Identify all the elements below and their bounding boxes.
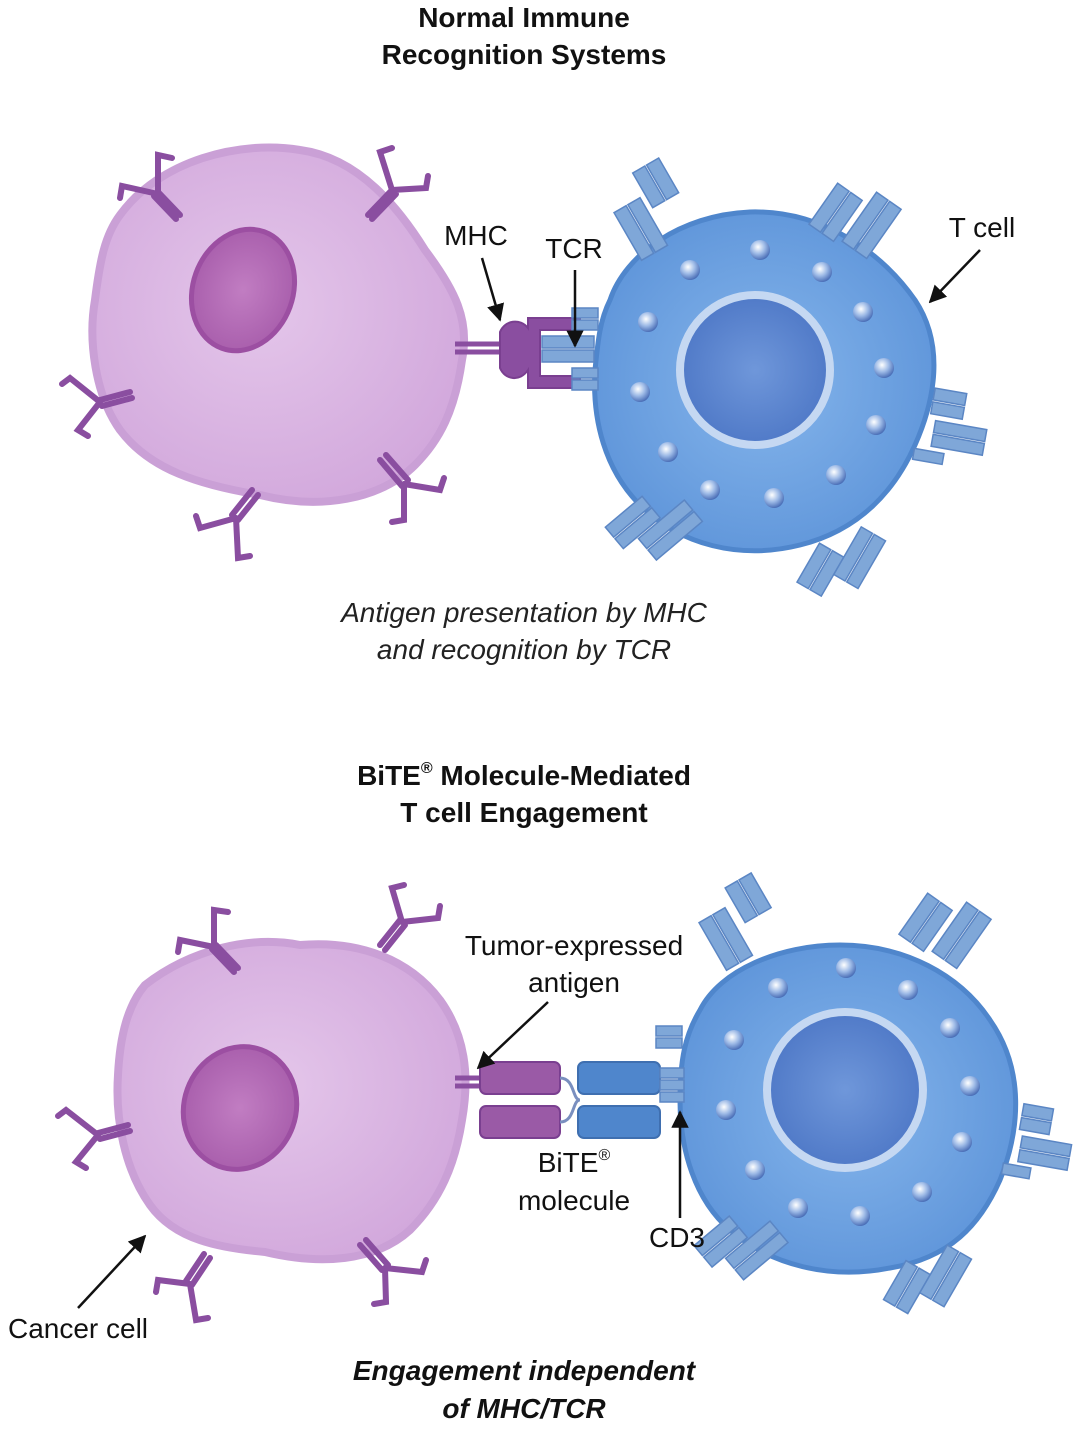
receptor-y-icon	[365, 145, 431, 222]
panel1-cancer-nucleus	[188, 226, 298, 354]
granule	[638, 312, 658, 332]
bite-anti-cd3-domain	[577, 1105, 661, 1139]
panel1-title-line1: Normal Immune	[418, 2, 630, 33]
granule	[912, 1182, 932, 1202]
granule	[700, 480, 720, 500]
tcr-receptor-icon	[882, 1244, 973, 1315]
label-tumor-antigen-line2: antigen	[528, 967, 620, 998]
granule	[750, 240, 770, 260]
bite-anti-tumor-domain	[479, 1061, 561, 1095]
granule	[874, 358, 894, 378]
panel1-caption-line2: and recognition by TCR	[377, 634, 671, 665]
granule	[716, 1100, 736, 1120]
panel2-title-bite: BiTE	[357, 760, 421, 791]
receptor-y-icon	[377, 452, 447, 525]
panel1-caption-line1: Antigen presentation by MHC	[339, 597, 708, 628]
panel1-antigen-presenting-cell	[88, 143, 469, 506]
granule	[745, 1160, 765, 1180]
panel2-title-line1: BiTE® Molecule-Mediated	[357, 760, 691, 791]
panel2-cancer-nucleus	[180, 1044, 300, 1172]
panel2-tcr-receptors	[655, 871, 1073, 1315]
arrow-mhc	[480, 257, 505, 322]
tcr-receptor-icon	[911, 387, 988, 466]
receptor-y-icon	[59, 374, 135, 439]
arrow-t-cell	[928, 249, 981, 304]
panel2-title-rest: Molecule-Mediated	[433, 760, 691, 791]
granule	[898, 980, 918, 1000]
panel1-t-cell	[592, 209, 937, 554]
panel2-title-registered: ®	[421, 760, 433, 777]
granule	[724, 1030, 744, 1050]
arrow-tumor-antigen	[476, 1001, 549, 1070]
panel2-cancer-cell	[113, 937, 470, 1264]
panel2-title-line2: T cell Engagement	[400, 797, 647, 828]
tcr-receptor-icon	[604, 495, 704, 562]
label-tcr: TCR	[545, 233, 603, 264]
granule	[680, 260, 700, 280]
tcr-receptor-icon	[697, 871, 773, 972]
receptor-y-icon	[193, 487, 261, 562]
panel1-granules	[630, 240, 894, 508]
arrow-cancer-cell	[77, 1234, 147, 1309]
label-bite-line2: molecule	[518, 1185, 630, 1216]
panel2-caption-line1: Engagement independent	[353, 1355, 697, 1386]
tcr-receptor-icon	[1000, 1102, 1073, 1180]
label-bite-line1: BiTE®	[538, 1147, 611, 1178]
granule	[658, 442, 678, 462]
tcr-receptor-icon	[897, 892, 993, 970]
label-tumor-antigen-line1: Tumor-expressed	[465, 930, 683, 961]
label-cancer-cell: Cancer cell	[8, 1313, 148, 1344]
panel1-receptors	[59, 145, 447, 562]
tcr-receptor-icon	[612, 157, 680, 262]
tcr-receptor-icon	[807, 182, 903, 260]
granule	[826, 465, 846, 485]
panel2-t-cell-nucleus	[763, 1008, 927, 1172]
panel1-title-line2: Recognition Systems	[382, 39, 667, 70]
receptor-y-icon	[357, 1237, 429, 1307]
bite-molecule	[479, 1061, 661, 1139]
granule	[812, 262, 832, 282]
granule	[768, 978, 788, 998]
granule	[952, 1132, 972, 1152]
receptor-y-icon	[55, 1106, 133, 1171]
granule	[866, 415, 886, 435]
label-cd3: CD3	[649, 1222, 705, 1253]
panel1-tcr-receptors	[541, 157, 988, 598]
panel1-t-cell-nucleus	[676, 291, 834, 449]
mhc-molecule	[455, 317, 581, 389]
granule	[853, 302, 873, 322]
granule	[850, 1206, 870, 1226]
receptor-y-icon	[377, 882, 443, 953]
bite-anti-tumor-domain	[479, 1105, 561, 1139]
receptor-y-icon	[117, 151, 183, 222]
granule	[960, 1076, 980, 1096]
bite-anti-cd3-domain	[577, 1061, 661, 1095]
granule	[764, 488, 784, 508]
panel2-granules	[716, 958, 980, 1226]
panel2-caption-line2: of MHC/TCR	[442, 1393, 606, 1424]
cd3-receptor-icon	[655, 1025, 685, 1103]
receptor-y-icon	[153, 1251, 213, 1324]
tcr-receptor-icon	[795, 525, 887, 598]
label-bite-name: BiTE	[538, 1147, 599, 1178]
label-bite-registered: ®	[598, 1147, 610, 1164]
bite-linker	[559, 1076, 581, 1124]
granule	[788, 1198, 808, 1218]
tcr-receptor-icon	[692, 1215, 790, 1281]
panel2-receptors	[55, 882, 443, 1324]
granule	[836, 958, 856, 978]
granule	[940, 1018, 960, 1038]
granule	[630, 382, 650, 402]
receptor-y-icon	[175, 906, 241, 975]
label-t-cell: T cell	[949, 212, 1015, 243]
label-mhc: MHC	[444, 220, 508, 251]
